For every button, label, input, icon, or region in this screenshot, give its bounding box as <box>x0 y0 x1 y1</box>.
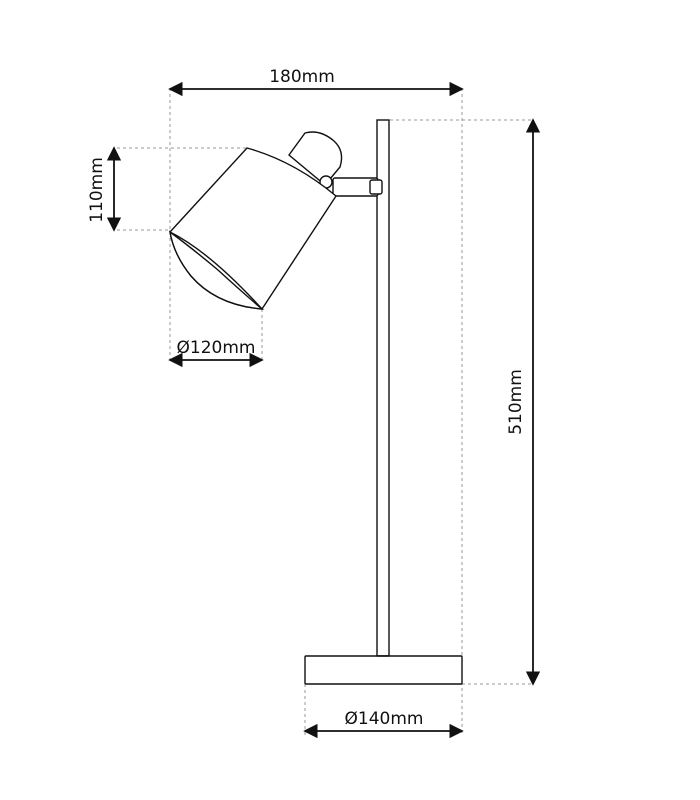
lamp-pole <box>376 119 390 657</box>
base-diameter-label: Ø140mm <box>345 709 424 729</box>
shade-height-label: 110mm <box>87 157 107 223</box>
overall-width-label: 180mm <box>269 67 335 87</box>
shade-rim <box>169 231 263 310</box>
overall-height-label: 510mm <box>506 369 526 435</box>
lamp-base <box>304 655 463 685</box>
arm-clamp <box>369 179 383 195</box>
shade-diameter-label: Ø120mm <box>177 338 256 358</box>
shade-neck <box>288 131 343 186</box>
lamp-head <box>169 131 343 310</box>
